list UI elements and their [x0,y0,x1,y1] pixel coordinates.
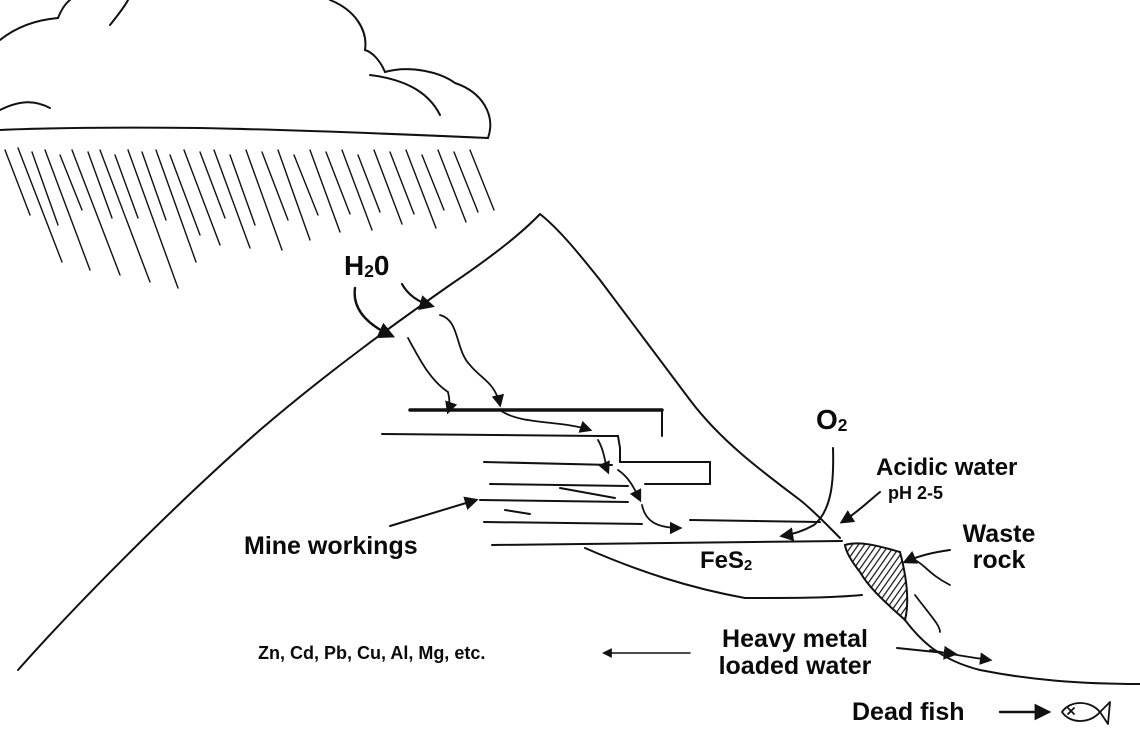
water-label-subscript: 2 [364,261,374,282]
acidic-ph-label: pH 2-5 [888,483,944,503]
oxygen-label-main: O [816,404,838,435]
mine-workings-levels [381,408,843,546]
oxygen-label-subscript: 2 [837,415,848,436]
waste-rock-label-line2: rock [972,546,1026,574]
water-label: H20 [344,252,389,280]
rain [4,147,495,289]
metals-list-label: Zn, Cd, Pb, Cu, Al, Mg, etc. [258,643,486,663]
heavy-metal-label-line1: Heavy metal [722,625,868,653]
heavy-metal-label-line2: loaded water [718,652,872,680]
oxygen-label: O2 [816,406,847,434]
mountain [17,213,1140,685]
mine-workings-label: Mine workings [244,532,418,560]
label-arrows [353,282,1052,721]
waste-rock-label-line1: Waste [962,520,1036,548]
pyrite-label-subscript: 2 [744,557,753,574]
acidic-water-label: Acidic water [876,454,1018,481]
dead-fish-icon [1061,701,1111,725]
dead-fish-label: Dead fish [852,698,965,726]
water-label-main: H [344,250,365,281]
pyrite-label: FeS2 [700,547,753,574]
cloud [0,0,492,140]
waste-rock-pile [843,542,909,622]
pyrite-label-main: FeS [700,547,745,574]
water-label-tail: 0 [373,250,390,281]
